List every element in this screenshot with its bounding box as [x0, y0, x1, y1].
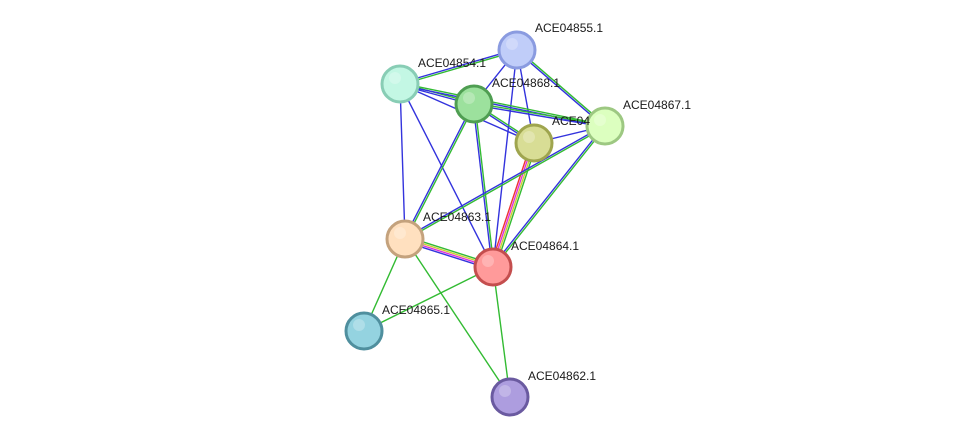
edge-line — [405, 103, 476, 241]
nodes-layer — [344, 30, 625, 417]
node-highlight — [353, 319, 365, 331]
edge-ACE04868.1-ACE04864.1 — [472, 103, 495, 268]
labels-layer: ACE04855.1ACE04854.1ACE04868.1ACE04ACE04… — [382, 21, 691, 383]
node-ACE04864.1[interactable] — [473, 247, 513, 287]
edge-line — [399, 83, 406, 240]
node-highlight — [523, 131, 535, 143]
node-highlight — [482, 255, 494, 267]
node-label: ACE04867.1 — [623, 98, 691, 112]
edge-line — [403, 102, 474, 240]
edge-line — [493, 142, 536, 268]
node-ACE04868.1[interactable] — [454, 84, 494, 124]
node-ACE04866.1[interactable] — [514, 123, 554, 163]
node-highlight — [499, 385, 511, 397]
edge-line — [492, 266, 511, 398]
node-label: ACE04865.1 — [382, 303, 450, 317]
node-label: ACE04862.1 — [528, 369, 596, 383]
edge-line — [491, 124, 605, 268]
edge-line — [363, 266, 494, 332]
edge-line — [473, 102, 606, 126]
edge-ACE04867.1-ACE04863.1 — [403, 124, 607, 241]
node-highlight — [389, 72, 401, 84]
edge-line — [403, 124, 606, 239]
node-highlight — [594, 114, 606, 126]
edge-ACE04868.1-ACE04867.1 — [473, 102, 606, 128]
edge-line — [472, 103, 493, 268]
edge-line — [474, 103, 495, 268]
edge-ACE04855.1-ACE04854.1 — [399, 48, 518, 86]
node-label: ACE04854.1 — [418, 56, 486, 70]
edge-line — [473, 104, 606, 128]
edge-ACE04866.1-ACE04864.1 — [489, 141, 538, 269]
node-ACE04862.1[interactable] — [490, 377, 530, 417]
edge-line — [399, 83, 494, 268]
node-ACE04865.1[interactable] — [344, 311, 384, 351]
edge-ACE04854.1-ACE04864.1 — [399, 83, 494, 268]
node-label: ACE04868.1 — [492, 76, 560, 90]
node-label: ACE04855.1 — [535, 21, 603, 35]
edge-line — [493, 125, 607, 269]
node-label: ACE04863.1 — [423, 210, 491, 224]
node-label: ACE04 — [552, 114, 590, 128]
edge-ACE04864.1-ACE04865.1 — [363, 266, 494, 332]
edge-line — [404, 238, 511, 398]
edge-line — [399, 50, 518, 86]
node-ACE04863.1[interactable] — [385, 219, 425, 259]
edge-line — [399, 82, 606, 126]
edge-line — [399, 48, 518, 84]
edge-ACE04855.1-ACE04864.1 — [492, 49, 518, 268]
edge-line — [491, 142, 534, 268]
node-highlight — [394, 227, 406, 239]
edge-ACE04864.1-ACE04862.1 — [492, 266, 511, 398]
edge-line — [404, 126, 607, 241]
edge-ACE04863.1-ACE04862.1 — [404, 238, 511, 398]
edge-ACE04867.1-ACE04864.1 — [491, 124, 607, 269]
edge-line — [489, 141, 533, 267]
edge-ACE04854.1-ACE04863.1 — [399, 83, 406, 240]
edge-ACE04868.1-ACE04863.1 — [403, 102, 476, 241]
node-ACE04855.1[interactable] — [497, 30, 537, 70]
edge-line — [494, 143, 538, 269]
node-highlight — [506, 38, 518, 50]
edge-line — [492, 49, 518, 268]
node-ACE04854.1[interactable] — [380, 64, 420, 104]
node-ACE04867.1[interactable] — [585, 106, 625, 146]
node-highlight — [463, 92, 475, 104]
node-label: ACE04864.1 — [511, 239, 579, 253]
